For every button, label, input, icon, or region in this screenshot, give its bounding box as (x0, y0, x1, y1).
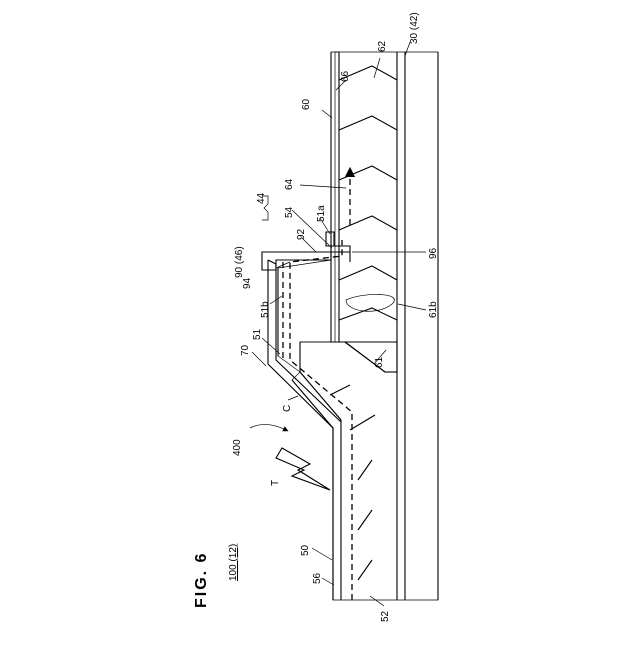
label-96: 96 (428, 247, 439, 259)
joint-51 (278, 260, 331, 372)
label-44: 44 (256, 192, 267, 204)
label-30-42: 30 (42) (409, 12, 420, 44)
label-54: 54 (284, 206, 295, 218)
label-61b: 61b (428, 301, 439, 318)
label-t: T (270, 480, 281, 486)
label-66: 66 (340, 70, 351, 82)
label-51: 51 (252, 328, 263, 340)
arrow-400 (250, 424, 286, 430)
member-50 (292, 342, 397, 600)
label-94: 94 (242, 277, 253, 289)
label-60: 60 (301, 98, 312, 110)
label-64: 64 (284, 178, 295, 190)
figure-title: FIG. 6 (193, 552, 210, 608)
label-90-46: 90 (46) (234, 246, 245, 278)
label-56: 56 (312, 572, 323, 584)
label-c: C (282, 405, 293, 412)
label-51a: 51a (316, 205, 327, 222)
member-60 (331, 52, 397, 342)
label-51b: 51b (260, 301, 271, 318)
flow-path-c (283, 172, 352, 600)
label-50: 50 (300, 544, 311, 556)
label-70: 70 (240, 344, 251, 356)
label-400: 400 (232, 439, 243, 456)
reference-label: 100 (12) (228, 544, 239, 581)
label-92: 92 (296, 228, 307, 240)
adhesive-layer (397, 52, 405, 600)
panel-30 (405, 52, 438, 600)
lightning-icon (276, 448, 330, 490)
region-61 (339, 342, 397, 372)
label-52: 52 (380, 610, 391, 622)
label-61: 61 (374, 356, 385, 368)
labels: FIG. 6 100 (12) 30 (42) 62 66 60 44 64 5… (193, 12, 439, 622)
label-62: 62 (377, 40, 388, 52)
